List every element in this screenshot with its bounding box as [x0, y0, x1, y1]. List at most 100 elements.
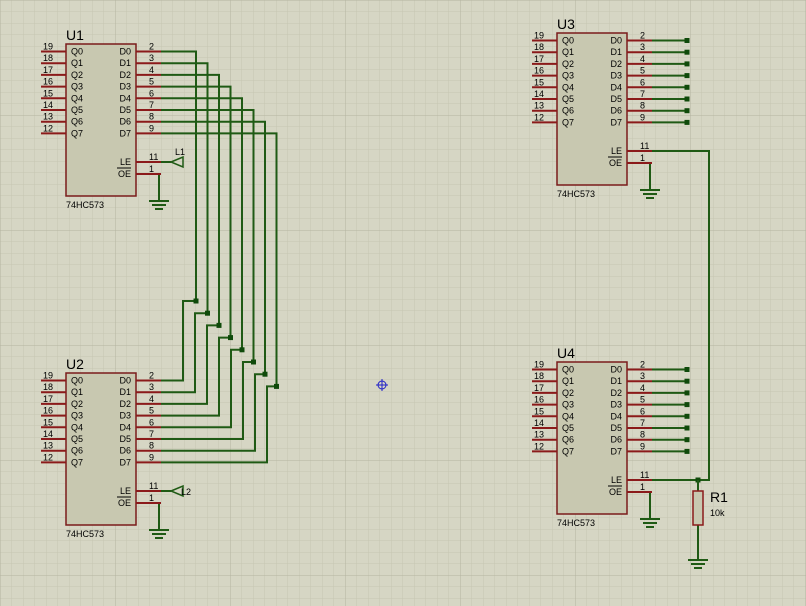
pin-number: 8 — [149, 441, 154, 451]
bus-junction — [262, 371, 268, 377]
pin-name: Q6 — [71, 117, 83, 127]
terminal-arrow — [169, 155, 184, 169]
pin-name: Q6 — [562, 435, 574, 445]
pin-number: 3 — [149, 53, 154, 63]
bus-junction — [274, 383, 279, 389]
pin-name: D7 — [610, 117, 622, 127]
pin-name: Q1 — [71, 58, 83, 68]
pin-number: 3 — [640, 371, 645, 381]
pin-number: 18 — [43, 53, 53, 63]
pin-name: OE — [609, 158, 622, 168]
pin-name: Q7 — [71, 457, 83, 467]
pin-name: LE — [120, 157, 131, 167]
bus-wire-u1-d4[interactable] — [161, 97, 243, 350]
pin-number: 11 — [149, 481, 158, 491]
pin-number: 17 — [534, 54, 544, 64]
chip-part-number: 74HC573 — [557, 189, 595, 199]
pin-name: D0 — [119, 376, 131, 386]
pin-name: D3 — [610, 400, 622, 410]
pin-number: 4 — [640, 54, 645, 64]
chip-body[interactable] — [65, 372, 137, 526]
chip-body[interactable] — [556, 32, 628, 186]
pin-number: 1 — [149, 493, 154, 503]
pin-number: 2 — [149, 371, 154, 381]
bus-wire-u2-d7[interactable] — [161, 385, 277, 464]
bus-junction — [228, 335, 233, 341]
output-terminal — [684, 108, 690, 114]
ground-symbol-r1 — [688, 548, 708, 569]
bus-wire-u2-d6[interactable] — [161, 373, 265, 452]
pin-name: Q1 — [71, 387, 83, 397]
bus-wire-u1-d1[interactable] — [161, 62, 209, 314]
pin-name: Q2 — [71, 399, 83, 409]
pin-number: 17 — [534, 383, 544, 393]
bus-wire-u2-d3[interactable] — [161, 336, 231, 417]
output-terminal — [684, 390, 690, 396]
resistor-value: 10k — [710, 508, 725, 518]
pin-name: Q6 — [71, 446, 83, 456]
pin-number: 16 — [534, 395, 544, 405]
probe-crosshair-icon[interactable] — [376, 379, 388, 391]
pin-number: 18 — [534, 42, 544, 52]
bus-junction — [216, 322, 222, 328]
pin-name: D7 — [119, 128, 131, 138]
pin-number: 13 — [43, 112, 53, 122]
pin-number: 16 — [43, 406, 53, 416]
pin-name: Q4 — [562, 411, 574, 421]
pin-number: 11 — [149, 152, 158, 162]
bus-wire-u1-d5[interactable] — [161, 109, 255, 362]
pin-number: 4 — [640, 383, 645, 393]
pin-number: 9 — [640, 112, 645, 122]
ground-symbol-u2 — [149, 518, 169, 539]
bus-wire-u2-d0[interactable] — [161, 300, 196, 382]
output-terminal — [684, 413, 690, 419]
bus-wire-u2-d2[interactable] — [161, 324, 219, 405]
chip-reference: U4 — [557, 345, 575, 361]
output-terminal — [684, 437, 690, 443]
pin-name: D6 — [119, 117, 131, 127]
terminal-l2[interactable]: L2 — [169, 484, 191, 498]
pin-name: Q3 — [71, 411, 83, 421]
pin-name: LE — [120, 486, 131, 496]
bus-wire-u1-d0[interactable] — [161, 50, 197, 302]
pin-name: Q3 — [71, 82, 83, 92]
pin-name: Q5 — [71, 434, 83, 444]
bus-wire-u1-d3[interactable] — [161, 85, 232, 338]
bus-wire-u2-d5[interactable] — [161, 361, 254, 440]
chip-body[interactable] — [556, 361, 628, 515]
pin-number: 14 — [534, 418, 544, 428]
pin-number: 6 — [640, 406, 645, 416]
pin-number: 8 — [149, 112, 154, 122]
pin-name: Q3 — [562, 400, 574, 410]
pin-number: 15 — [43, 88, 53, 98]
ground-symbol-u3 — [640, 178, 660, 199]
terminal-label: L2 — [181, 487, 191, 497]
output-terminal — [684, 448, 690, 454]
output-terminal — [684, 96, 690, 102]
bus-wire-u1-d6[interactable] — [161, 120, 266, 375]
bus-wire-u1-d2[interactable] — [161, 73, 220, 326]
pin-number: 15 — [534, 406, 544, 416]
pin-name: D3 — [119, 411, 131, 421]
pin-name: Q3 — [562, 71, 574, 81]
output-terminal — [684, 367, 690, 372]
resistor-body[interactable] — [692, 490, 704, 526]
chip-body[interactable] — [65, 43, 137, 197]
terminal-l1[interactable]: L1 — [169, 147, 185, 169]
chip-part-number: 74HC573 — [66, 200, 104, 210]
bus-wire-u2-d4[interactable] — [161, 348, 242, 429]
pin-name: OE — [118, 169, 131, 179]
le-link-wire[interactable] — [652, 150, 710, 481]
bus-wire-u2-d1[interactable] — [161, 312, 208, 394]
bus-wire-u1-d7[interactable] — [161, 132, 278, 387]
pin-number: 17 — [43, 65, 53, 75]
pin-number: 13 — [43, 441, 53, 451]
pin-name: D2 — [119, 399, 131, 409]
